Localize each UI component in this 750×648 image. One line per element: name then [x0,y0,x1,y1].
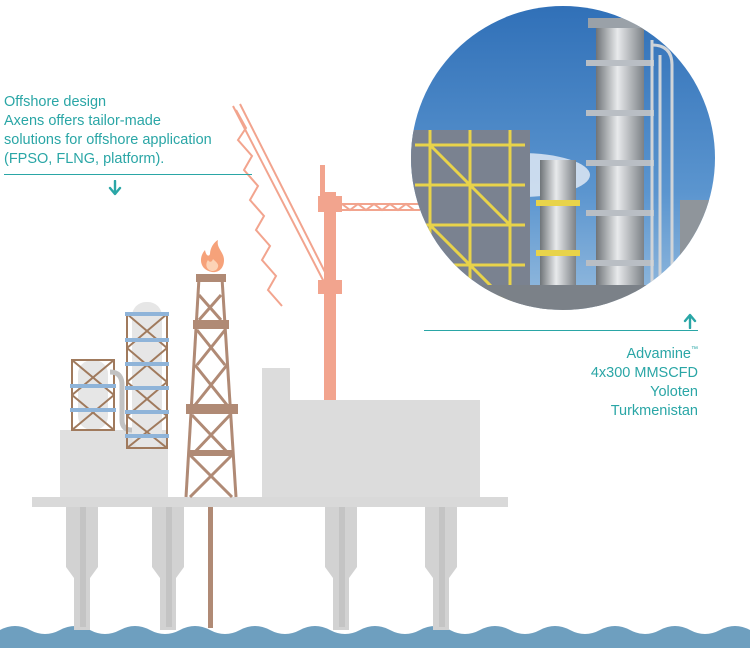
callout-divider-left [4,174,252,175]
reference-callout: Advamine™ 4x300 MMSCFD Yoloten Turkmenis… [478,340,698,421]
callout-text-line-2: solutions for offshore application [4,132,212,148]
refinery-photo [411,6,715,310]
platform-legs [66,507,457,630]
callout-divider-right [424,330,698,331]
trademark-symbol: ™ [691,346,698,353]
capacity: 4x300 MMSCFD [590,365,698,381]
callout-text-line-1: Axens offers tailor-made [4,113,161,129]
drill-string [208,500,213,628]
crane [318,165,342,400]
country-name: Turkmenistan [610,403,698,419]
sea-surface [0,626,750,648]
tall-column [125,302,169,450]
arrow-down-icon [108,180,122,196]
hull-block [262,400,480,497]
site-name: Yoloten [650,384,698,400]
hull-top [262,368,290,408]
callout-text-line-3: (FPSO, FLNG, platform). [4,151,165,167]
process-name: Advamine™ [626,346,698,362]
platform-deck [32,497,508,507]
short-column [70,359,116,431]
arrow-up-icon [683,313,697,329]
drilling-derrick [184,277,238,499]
flame-icon [200,240,224,273]
callout-title: Offshore design [4,94,107,110]
offshore-design-callout: Offshore design Axens offers tailor-made… [4,93,254,169]
